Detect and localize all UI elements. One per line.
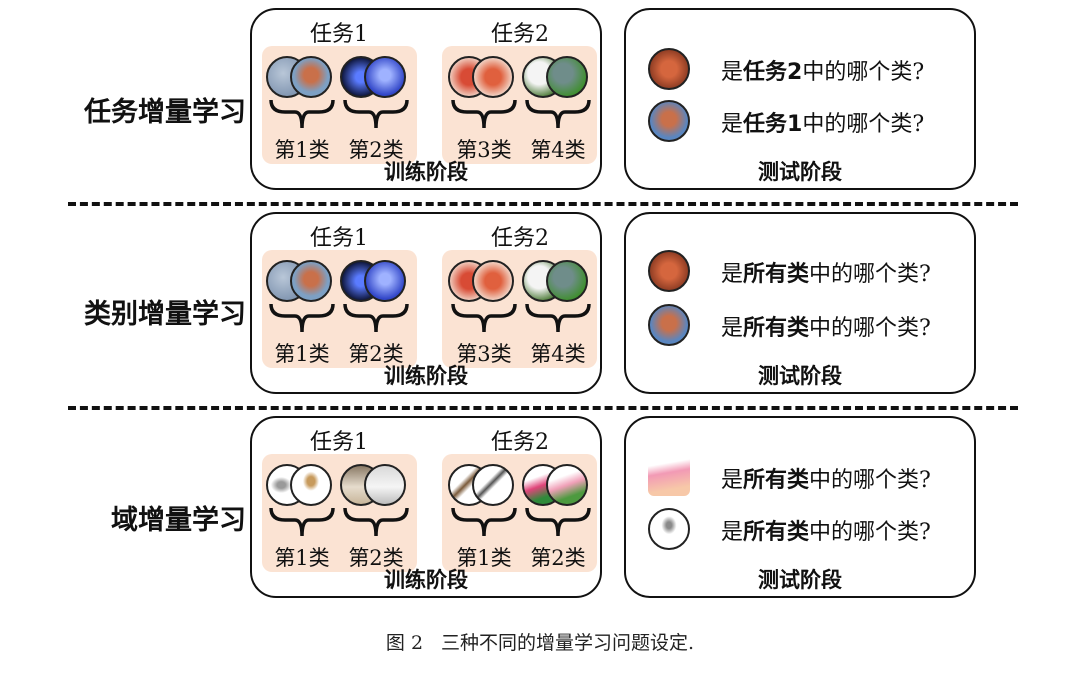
- brace-icon: [269, 303, 335, 333]
- class-label: 第2类: [348, 546, 404, 570]
- class-label: 第1类: [274, 342, 330, 366]
- class-label: 第4类: [530, 342, 586, 366]
- testing-stage-label: 测试阶段: [758, 568, 842, 592]
- task-1-title: 任务1: [310, 226, 368, 251]
- brace-icon: [269, 507, 335, 537]
- task-2-title: 任务2: [491, 226, 549, 251]
- bed-image-icon: [364, 464, 406, 506]
- brace-icon: [343, 303, 409, 333]
- row-task-incremental: 任务增量学习 任务1 任务2 第1类 第2类 第3类 第4类 训练阶段 是任务2…: [0, 8, 1080, 208]
- class-label: 第1类: [274, 546, 330, 570]
- class-label: 第2类: [348, 342, 404, 366]
- testing-stage-box: 是所有类中的哪个类? 是所有类中的哪个类? 测试阶段: [624, 416, 976, 598]
- brace-icon: [451, 303, 517, 333]
- goose-image-icon: [546, 56, 588, 98]
- brace-icon: [525, 507, 591, 537]
- class-label: 第4类: [530, 138, 586, 162]
- training-stage-box: 任务1 任务2 第1类 第2类 第3类 第4类 训练阶段: [250, 212, 602, 394]
- task-2-title: 任务2: [491, 430, 549, 455]
- training-stage-label: 训练阶段: [384, 568, 468, 592]
- task-1-title: 任务1: [310, 430, 368, 455]
- brace-icon: [343, 507, 409, 537]
- class-label: 第1类: [274, 138, 330, 162]
- test-question: 是任务1中的哪个类?: [721, 112, 925, 137]
- crab-image-icon: [472, 260, 514, 302]
- testing-stage-label: 测试阶段: [758, 160, 842, 184]
- testing-stage-box: 是所有类中的哪个类? 是所有类中的哪个类? 测试阶段: [624, 212, 976, 394]
- task-2-title: 任务2: [491, 22, 549, 47]
- test-question: 是所有类中的哪个类?: [721, 520, 931, 545]
- bird-image-icon: [648, 304, 690, 346]
- brace-icon: [269, 99, 335, 129]
- brace-icon: [451, 99, 517, 129]
- figure-caption: 图 2 三种不同的增量学习问题设定.: [0, 628, 1080, 655]
- testing-stage-box: 是任务2中的哪个类? 是任务1中的哪个类? 测试阶段: [624, 8, 976, 190]
- bird-image-icon: [648, 100, 690, 142]
- crab-image-icon: [648, 48, 690, 90]
- crab-image-icon: [472, 56, 514, 98]
- row-label: 任务增量学习: [84, 97, 246, 128]
- brace-icon: [525, 303, 591, 333]
- training-stage-label: 训练阶段: [384, 364, 468, 388]
- jellyfish-image-icon: [364, 260, 406, 302]
- row-divider: [68, 406, 1018, 410]
- class-label: 第2类: [348, 138, 404, 162]
- test-question: 是所有类中的哪个类?: [721, 468, 931, 493]
- class-label: 第3类: [456, 138, 512, 162]
- spoon-image-icon: [472, 464, 514, 506]
- brace-icon: [451, 507, 517, 537]
- bird-image-icon: [290, 260, 332, 302]
- row-divider: [68, 202, 1018, 206]
- training-stage-box: 任务1 任务2 第1类 第2类 第3类 第4类 训练阶段: [250, 8, 602, 190]
- spoon-image-icon: [648, 508, 690, 550]
- brace-icon: [525, 99, 591, 129]
- spoon-image-icon: [290, 464, 332, 506]
- jellyfish-image-icon: [364, 56, 406, 98]
- test-question: 是所有类中的哪个类?: [721, 262, 931, 287]
- row-label: 域增量学习: [111, 505, 246, 536]
- brace-icon: [343, 99, 409, 129]
- bed-image-icon: [648, 454, 690, 496]
- crab-image-icon: [648, 250, 690, 292]
- goose-image-icon: [546, 260, 588, 302]
- task-1-title: 任务1: [310, 22, 368, 47]
- bird-image-icon: [290, 56, 332, 98]
- row-class-incremental: 类别增量学习 任务1 任务2 第1类 第2类 第3类 第4类 训练阶段 是所有类…: [0, 212, 1080, 412]
- row-domain-incremental: 域增量学习 任务1 任务2 第1类 第2类 第1类 第2类 训练阶段 是所有类中…: [0, 416, 1080, 616]
- class-label: 第2类: [530, 546, 586, 570]
- bed-image-icon: [546, 464, 588, 506]
- class-label: 第3类: [456, 342, 512, 366]
- class-label: 第1类: [456, 546, 512, 570]
- test-question: 是任务2中的哪个类?: [721, 60, 925, 85]
- training-stage-label: 训练阶段: [384, 160, 468, 184]
- training-stage-box: 任务1 任务2 第1类 第2类 第1类 第2类 训练阶段: [250, 416, 602, 598]
- figure-number: 图 2: [385, 632, 424, 654]
- test-question: 是所有类中的哪个类?: [721, 316, 931, 341]
- testing-stage-label: 测试阶段: [758, 364, 842, 388]
- figure-caption-text: 三种不同的增量学习问题设定.: [441, 632, 695, 654]
- row-label: 类别增量学习: [84, 299, 246, 330]
